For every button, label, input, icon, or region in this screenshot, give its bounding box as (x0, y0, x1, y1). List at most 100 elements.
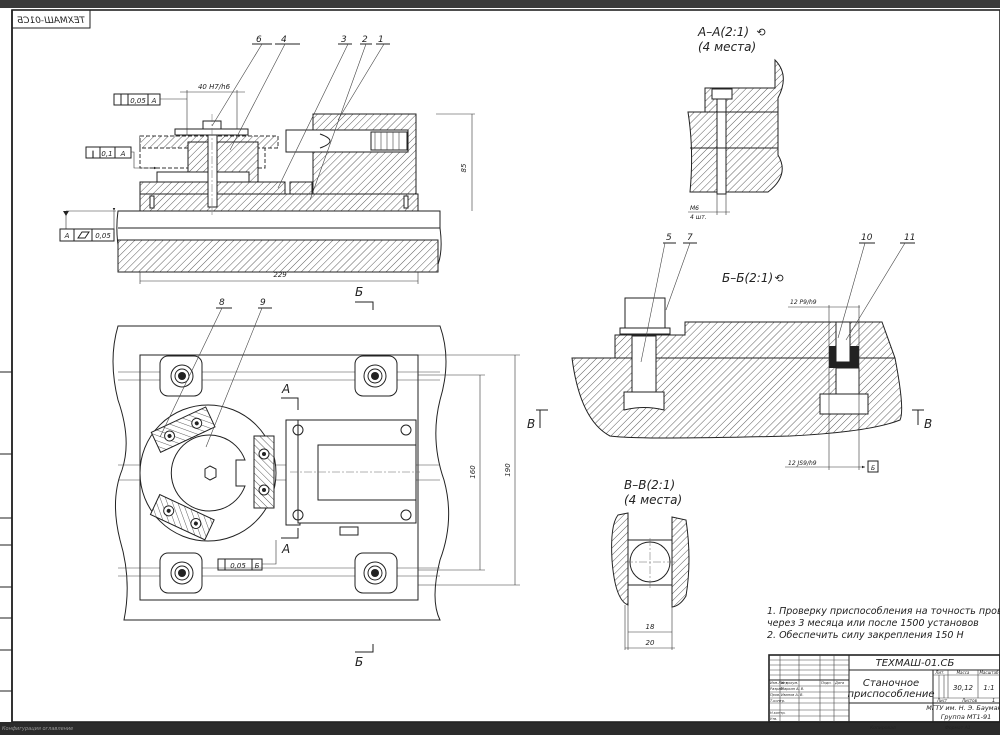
svg-text:А–А(2:1): А–А(2:1) (697, 25, 749, 39)
svg-text:Подп.: Подп. (821, 681, 832, 685)
svg-text:8: 8 (219, 298, 225, 308)
mirrored-code: ТЕХМАШ-01СБ (17, 16, 85, 26)
svg-text:Масштаб: Масштаб (979, 670, 999, 675)
status-left: Конфигурация оглавление (2, 726, 73, 732)
jaws (149, 406, 275, 541)
svg-text:Б: Б (255, 562, 260, 570)
svg-text:Б: Б (355, 285, 363, 299)
svg-text:2. Обеспечить силу закрепления: 2. Обеспечить силу закрепления 150 Н (767, 630, 964, 641)
svg-text:А: А (281, 382, 290, 396)
svg-text:через 3 месяца или после 1500: через 3 месяца или после 1500 установов (767, 618, 979, 629)
parallelism-frame-1: 0,05 А (113, 93, 187, 106)
title-code: ТЕХМАШ-01.СБ (876, 658, 955, 669)
technical-notes: 1. Проверку приспособления на точность п… (767, 606, 1000, 641)
svg-text:А: А (151, 97, 157, 105)
svg-text:А: А (281, 542, 290, 556)
svg-text:(4 места): (4 места) (698, 40, 756, 54)
svg-text:190: 190 (504, 463, 512, 477)
height-85: 85 (460, 163, 468, 172)
bolt (207, 134, 218, 208)
spring (370, 131, 408, 151)
clamp-cylinder (285, 419, 420, 536)
svg-text:6: 6 (256, 35, 262, 45)
svg-text:М6: М6 (690, 205, 699, 212)
svg-text:Б: Б (871, 465, 875, 472)
title-name-2: приспособление (847, 688, 934, 700)
callouts-front: 6 4 3 2 1 (211, 35, 390, 201)
left-margin-ticks (0, 371, 12, 692)
svg-text:4: 4 (281, 35, 287, 45)
svg-text:⟲: ⟲ (756, 26, 766, 39)
title-block[interactable]: ТЕХМАШ-01.СБ Станочное приспособление Ли… (768, 654, 1000, 731)
section-aa: А–А(2:1) ⟲ (4 места) М6 4 шт. (687, 25, 784, 221)
scale-value: 1:1 (983, 684, 994, 692)
svg-text:В–В(2:1): В–В(2:1) (624, 478, 675, 492)
svg-text:9: 9 (260, 298, 266, 308)
base-plate (139, 193, 419, 212)
svg-text:1. Проверку приспособления на: 1. Проверку приспособления на точность п… (767, 606, 1000, 617)
svg-text:5: 5 (666, 233, 672, 243)
length-229: 229 (273, 271, 287, 279)
svg-text:Изм.Лист: Изм.Лист (770, 681, 788, 685)
washer (174, 128, 249, 136)
svg-text:0,05: 0,05 (130, 97, 146, 105)
svg-text:3: 3 (341, 35, 347, 45)
title-name-1: Станочное (863, 678, 919, 689)
svg-text:А: А (64, 232, 70, 240)
clamp-housing (312, 113, 417, 195)
workpiece-disc (170, 434, 246, 512)
svg-text:Дата: Дата (834, 681, 844, 685)
parallelism-frame-2: ∥ 0,1 А (85, 146, 157, 170)
svg-text:В: В (924, 417, 932, 431)
svg-text:Листов: Листов (961, 698, 978, 703)
flatness-frame: А 0,05 (59, 208, 116, 242)
svg-text:Разраб.: Разраб. (770, 687, 784, 691)
svg-text:12 P9/h9: 12 P9/h9 (790, 299, 817, 306)
svg-text:(4 места): (4 места) (624, 493, 682, 507)
svg-text:10: 10 (861, 233, 873, 243)
svg-text:1: 1 (378, 35, 384, 45)
svg-text:0,05: 0,05 (95, 232, 111, 240)
corner-bolts (159, 355, 398, 594)
fit-40h7h6: 40 H7/h6 (198, 83, 231, 91)
svg-text:Пров.: Пров. (770, 693, 780, 697)
svg-text:2: 2 (362, 35, 368, 45)
window-top-bar (0, 0, 1000, 8)
svg-text:Б–Б(2:1): Б–Б(2:1) (722, 271, 773, 285)
svg-text:20: 20 (646, 639, 655, 647)
svg-text:Утв.: Утв. (770, 717, 777, 721)
svg-text:0,05: 0,05 (230, 562, 246, 570)
svg-text:12 JS9/h9: 12 JS9/h9 (788, 460, 817, 467)
svg-text:Н.контр.: Н.контр. (770, 711, 786, 715)
svg-text:⟲: ⟲ (774, 272, 784, 285)
svg-text:Лист: Лист (936, 698, 948, 703)
svg-text:№ докум.: № докум. (780, 681, 798, 685)
svg-text:Формат A1: Формат A1 (945, 725, 971, 731)
svg-text:∥: ∥ (91, 150, 95, 158)
svg-text:Масса: Масса (957, 670, 970, 675)
svg-text:7: 7 (687, 233, 693, 243)
mass-value: 30,12 (953, 684, 974, 692)
section-bb: Б–Б(2:1) ⟲ 12 P9/h9 12 JS9/h9 Б 5 7 10 1… (571, 233, 932, 473)
mirrored-code-box: ТЕХМАШ-01СБ (11, 9, 91, 29)
svg-text:18: 18 (646, 623, 655, 631)
svg-text:4 шт.: 4 шт. (690, 214, 707, 221)
plan-view: А А Б Б В 0,05 Б 190 160 8 9 (112, 285, 548, 669)
window-bottom-bar (0, 722, 1000, 735)
section-vv: В–В(2:1) (4 места) 18 20 (611, 478, 690, 650)
svg-text:0,1: 0,1 (101, 150, 112, 158)
svg-text:В: В (527, 417, 535, 431)
svg-text:1: 1 (992, 698, 995, 704)
svg-text:Копировал: Копировал (870, 725, 896, 731)
svg-text:Иванов А. В.: Иванов А. В. (781, 693, 804, 697)
svg-text:Лит.: Лит. (934, 670, 944, 675)
svg-text:11: 11 (904, 233, 915, 243)
svg-text:Б: Б (355, 655, 363, 669)
parallelism-frame-plan: 0,05 Б (217, 540, 277, 571)
svg-text:Маркин А. В.: Маркин А. В. (781, 687, 804, 691)
svg-text:Группа МТ1-91: Группа МТ1-91 (941, 713, 991, 721)
svg-text:МГТУ им. Н. Э. Баумана: МГТУ им. Н. Э. Баумана (926, 704, 1000, 712)
svg-text:А: А (120, 150, 126, 158)
svg-text:Т.контр.: Т.контр. (770, 699, 785, 703)
